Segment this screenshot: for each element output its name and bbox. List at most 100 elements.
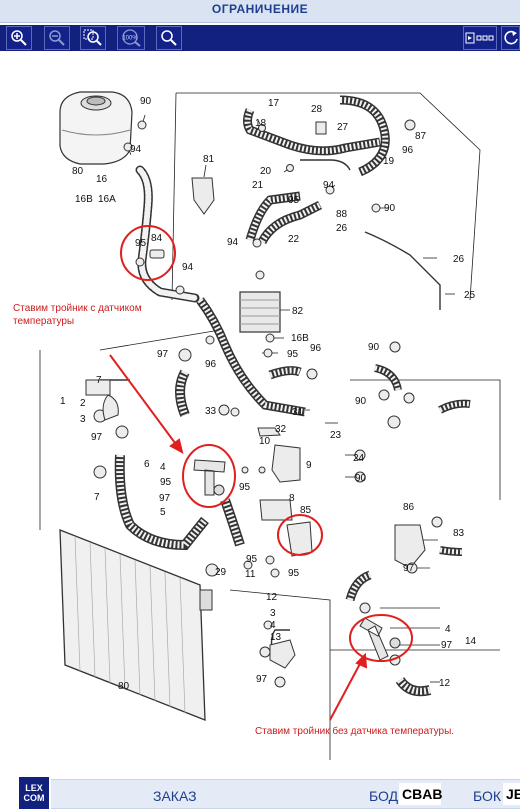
- callout-label: 80: [72, 166, 84, 177]
- zoom-100-icon: 100%: [122, 29, 141, 47]
- callout-label: 83: [453, 528, 465, 539]
- callout-label: 94: [182, 262, 194, 273]
- logo-line2: COM: [23, 793, 45, 803]
- toolbar: 100%: [0, 25, 520, 52]
- callout-label: 95: [239, 482, 251, 493]
- callout-label: 94: [130, 144, 142, 155]
- logo-line1: LEX: [25, 783, 43, 793]
- zoom-100-button[interactable]: 100%: [117, 26, 145, 50]
- callout-label: 84: [151, 233, 163, 244]
- hoses: [114, 95, 471, 697]
- highlight-circles: [120, 225, 413, 662]
- back-arrow-icon: [503, 30, 518, 45]
- callout-label: 95: [135, 238, 147, 249]
- oil-cooler: [239, 291, 281, 333]
- callout-label: 13: [270, 632, 282, 643]
- callout-label: 7: [96, 375, 102, 386]
- parts-diagram: 90 80 94 16 16B 16A 95 84 94 81 17 28 18…: [0, 58, 520, 770]
- order-label[interactable]: ЗАКАЗ: [153, 788, 197, 804]
- callout-label: 18: [255, 118, 267, 129]
- callout-label: 8: [289, 493, 295, 504]
- callout-label: 88: [336, 209, 348, 220]
- expansion-tank: [59, 91, 133, 165]
- callout-label: 16A: [98, 194, 116, 205]
- annotation-with-sensor-line2: температуры: [13, 316, 74, 327]
- lexcom-logo: LEX COM: [19, 777, 49, 809]
- callout-label: 23: [330, 430, 342, 441]
- bottom-bar: LEX COM ЗАКАЗ БОД CBAB БОК JE: [0, 775, 520, 811]
- zoom-out-icon: [49, 30, 65, 46]
- callout-label: 90: [368, 342, 380, 353]
- title-bar: ОГРАНИЧЕНИЕ: [0, 0, 520, 23]
- back-button[interactable]: [501, 26, 520, 50]
- zoom-fit-button[interactable]: [80, 26, 106, 50]
- callout-label: 86: [403, 502, 415, 513]
- page-view-icon: [465, 32, 494, 44]
- callout-label: 7: [94, 492, 100, 503]
- callout-label: 2: [80, 398, 86, 409]
- callout-label: 9: [306, 460, 312, 471]
- callout-label: 26: [336, 223, 348, 234]
- callout-labels: 90 80 94 16 16B 16A 95 84 94 81 17 28 18…: [60, 96, 477, 692]
- page-view-button[interactable]: [463, 26, 497, 50]
- radiator: [59, 529, 213, 721]
- callout-label: 14: [465, 636, 477, 647]
- callout-label: 5: [160, 507, 166, 518]
- callout-label: 96: [402, 145, 414, 156]
- callout-label: 97: [441, 640, 453, 651]
- callout-label: 90: [140, 96, 152, 107]
- annotation-arrows: [109, 354, 368, 721]
- callout-label: 3: [80, 414, 86, 425]
- callout-label: 31: [292, 407, 304, 418]
- callout-label: 90: [384, 203, 396, 214]
- callout-label: 94: [227, 237, 239, 248]
- callout-label: 20: [260, 166, 272, 177]
- zoom-100-label: 100%: [122, 36, 138, 42]
- callout-label: 90: [355, 396, 367, 407]
- callout-label: 16: [96, 174, 108, 185]
- callout-label: 95: [288, 568, 300, 579]
- callout-label: 90: [355, 473, 367, 484]
- callout-label: 3: [270, 608, 276, 619]
- zoom-fit-icon: [83, 29, 102, 46]
- annotation-without-sensor: Ставим тройник без датчика температуры.: [255, 725, 454, 737]
- toolbar-background: [0, 25, 520, 51]
- callout-label: 94: [323, 180, 335, 191]
- callout-label: 87: [415, 131, 427, 142]
- callout-label: 33: [205, 406, 217, 417]
- callout-label: 80: [118, 681, 130, 692]
- callout-label: 32: [275, 424, 287, 435]
- callout-label: 10: [259, 436, 271, 447]
- callout-label: 97: [91, 432, 103, 443]
- callout-label: 6: [144, 459, 150, 470]
- callout-label: 26: [453, 254, 465, 265]
- callout-label: 97: [157, 349, 169, 360]
- callout-label: 19: [383, 156, 395, 167]
- zoom-in-button[interactable]: [6, 26, 32, 50]
- callout-label: 21: [252, 180, 264, 191]
- tee-fittings: [193, 459, 401, 661]
- callout-label: 11: [245, 569, 256, 580]
- search-button[interactable]: [156, 26, 182, 50]
- callout-label: 27: [337, 122, 349, 133]
- callout-label: 28: [311, 104, 323, 115]
- annotation-texts: Ставим тройник с датчиком температуры Ст…: [13, 303, 454, 737]
- zoom-in-icon: [11, 30, 27, 46]
- body-label: БОД: [369, 788, 399, 804]
- callout-label: 12: [266, 592, 278, 603]
- side-value: JE: [503, 783, 520, 805]
- body-value: CBAB: [399, 783, 442, 805]
- callout-label: 97: [256, 674, 268, 685]
- callout-label: 16B: [291, 333, 309, 344]
- window-title: ОГРАНИЧЕНИЕ: [211, 2, 309, 16]
- callout-label: 97: [403, 563, 415, 574]
- callout-label: 24: [353, 453, 365, 464]
- callout-label: 96: [310, 343, 322, 354]
- small-parts: [85, 119, 443, 688]
- side-label: БОК: [473, 788, 502, 804]
- callout-label: 95: [160, 477, 172, 488]
- callout-label: 95: [246, 554, 258, 565]
- callout-label: 95: [287, 349, 299, 360]
- callout-label: 97: [159, 493, 171, 504]
- zoom-out-button[interactable]: [44, 26, 70, 50]
